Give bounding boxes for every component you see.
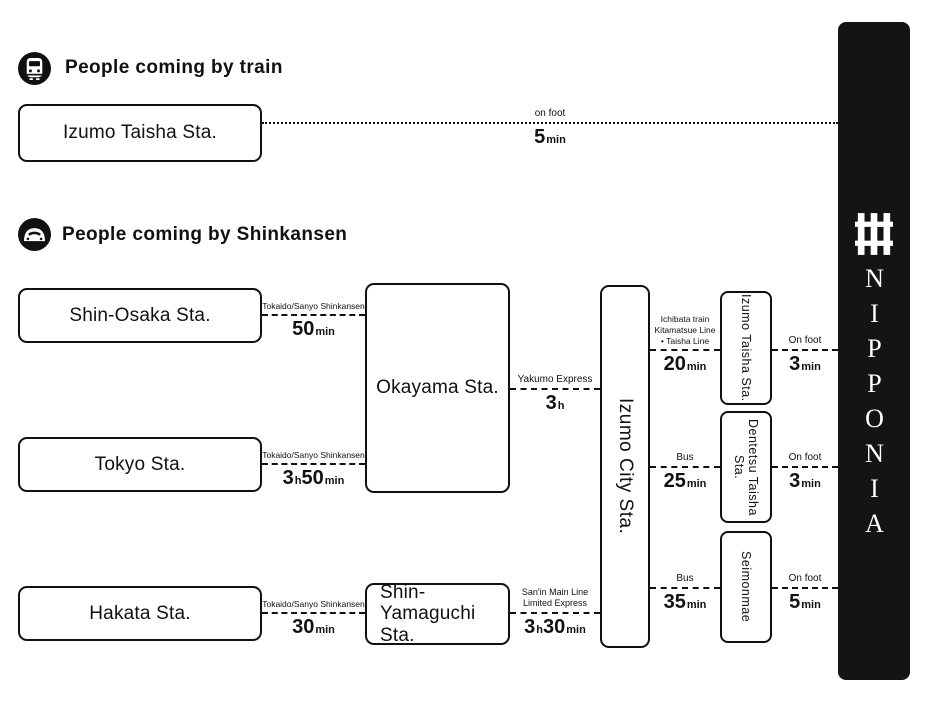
route-label: Bus: [676, 452, 694, 463]
route-label: Tokaido/Sanyo Shinkansen: [262, 300, 365, 311]
duration-label: 50min: [292, 318, 335, 340]
station-box-tokyo: Tokyo Sta.: [18, 437, 262, 492]
connector-hakata-shinyamaguchi: Tokaido/Sanyo Shinkansen 30min: [262, 581, 365, 645]
connector-izumocity-seimonmae: Bus 35min: [650, 556, 720, 620]
dashed-line: [772, 349, 838, 351]
duration-label: 25min: [663, 470, 707, 492]
station-label: Tokyo Sta.: [94, 453, 186, 475]
station-label: Izumo Taisha Sta.: [62, 122, 218, 143]
lattice-icon: [855, 213, 893, 260]
dashed-line: [262, 314, 365, 316]
connector-tokyo-okayama: Tokaido/Sanyo Shinkansen 3h50min: [262, 432, 365, 496]
route-label: On foot: [788, 335, 822, 346]
station-box-shin-osaka: Shin-Osaka Sta.: [18, 288, 262, 343]
duration-label: 3h: [545, 392, 565, 414]
station-label: Seimonmae: [739, 551, 753, 623]
duration-label: 3h30min: [524, 616, 586, 638]
station-box-okayama: Okayama Sta.: [365, 283, 510, 493]
station-label: Shin-Osaka Sta.: [69, 304, 211, 326]
station-label: Dentetsu Taisha Sta.: [732, 418, 760, 516]
station-box-izumo-city: Izumo City Sta.: [600, 285, 650, 648]
station-box-dentetsu-taisha: Dentetsu Taisha Sta.: [720, 411, 772, 523]
route-label: Ichibata train Kitamatsue Line • Taisha …: [654, 313, 716, 346]
duration-label: 3min: [789, 470, 821, 492]
route-label: Bus: [676, 573, 694, 584]
station-box-hakata: Hakata Sta.: [18, 586, 262, 641]
duration-label: 35min: [663, 591, 707, 613]
duration-label: 3min: [789, 353, 821, 375]
connector-seimonmae-nipponia: On foot 5min: [772, 556, 838, 620]
dotted-line: [262, 122, 838, 124]
station-box-izumo-taisha-top: Izumo Taisha Sta.: [18, 104, 262, 162]
dashed-line: [650, 587, 720, 589]
station-label: Izumo Taisha Sta.: [739, 294, 753, 402]
dashed-line: [262, 463, 365, 465]
shinkansen-icon: [18, 218, 51, 251]
connector-okayama-izumocity: Yakumo Express 3h: [510, 357, 600, 421]
route-label: San'in Main Line Limited Express: [521, 586, 589, 609]
station-box-shin-yamaguchi: Shin- Yamaguchi Sta.: [365, 582, 510, 646]
connector-shinosaka-okayama: Tokaido/Sanyo Shinkansen 50min: [262, 283, 365, 347]
route-label: On foot: [788, 452, 822, 463]
route-label: Tokaido/Sanyo Shinkansen: [262, 449, 365, 460]
duration-label: 30min: [292, 616, 335, 638]
duration-label: 5min: [789, 591, 821, 613]
dashed-line: [510, 388, 600, 390]
connector-izumocity-dentetsu: Bus 25min: [650, 435, 720, 499]
station-box-seimonmae: Seimonmae: [720, 531, 772, 643]
duration-label: 20min: [663, 353, 707, 375]
connector-walk-top: on foot 5min: [262, 91, 838, 155]
station-label: Hakata Sta.: [89, 602, 191, 624]
destination-bar-nipponia: NIPPONIA: [838, 22, 910, 680]
station-label: Izumo City Sta.: [615, 398, 636, 535]
duration-label: 5min: [534, 126, 566, 148]
route-label: on foot: [534, 108, 566, 119]
station-label: Okayama Sta.: [376, 377, 499, 398]
dashed-line: [650, 466, 720, 468]
section-heading-train: People coming by train: [65, 57, 283, 78]
duration-label: 3h50min: [282, 467, 345, 489]
connector-shinyamaguchi-izumocity: San'in Main Line Limited Express 3h30min: [510, 581, 600, 645]
train-icon: [18, 52, 51, 85]
section-heading-shinkansen: People coming by Shinkansen: [62, 224, 348, 245]
dashed-line: [650, 349, 720, 351]
route-label: Tokaido/Sanyo Shinkansen: [262, 598, 365, 609]
station-box-izumo-taisha: Izumo Taisha Sta.: [720, 291, 772, 405]
dashed-line: [772, 587, 838, 589]
connector-dentetsu-nipponia: On foot 3min: [772, 435, 838, 499]
destination-name: NIPPONIA: [860, 264, 889, 544]
dashed-line: [510, 612, 600, 614]
route-label: On foot: [788, 573, 822, 584]
dashed-line: [772, 466, 838, 468]
route-label: Yakumo Express: [517, 374, 593, 385]
station-label: Shin- Yamaguchi Sta.: [380, 582, 476, 646]
connector-izumotaisha-nipponia: On foot 3min: [772, 318, 838, 382]
dashed-line: [262, 612, 365, 614]
connector-izumocity-izumotaisha: Ichibata train Kitamatsue Line • Taisha …: [650, 314, 720, 382]
